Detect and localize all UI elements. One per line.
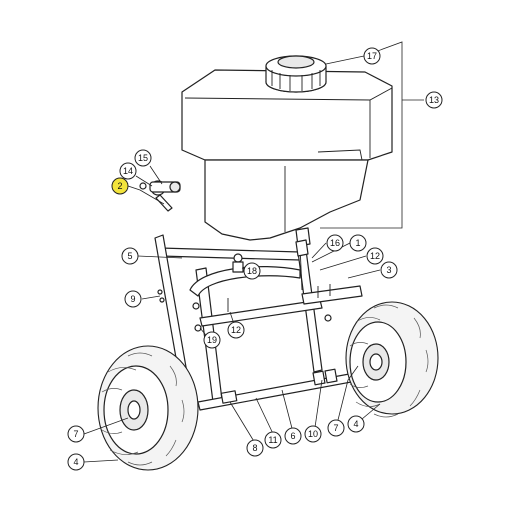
callout-16: 16 [326,234,344,252]
callout-13-label: 13 [429,95,439,105]
callout-16-label: 16 [330,238,340,248]
callout-5-label: 5 [127,251,132,261]
callouts: 17 13 15 14 2 5 16 1 12 18 3 [67,47,443,471]
callout-2-label: 2 [117,181,122,191]
callout-19: 19 [203,331,221,349]
callout-9: 9 [124,290,142,308]
callout-19-label: 19 [207,335,217,345]
callout-15-label: 15 [138,153,148,163]
callout-6-label: 6 [290,431,295,441]
callout-4-right-label: 4 [353,419,358,429]
callout-18-label: 18 [247,266,257,276]
callout-17: 17 [363,47,381,65]
callout-7-right: 7 [327,419,345,437]
tank-cap [265,55,327,93]
callout-9-label: 9 [130,294,135,304]
callout-7-right-label: 7 [333,423,338,433]
callout-2-highlighted: 2 [111,177,129,195]
callout-3: 3 [380,261,398,279]
right-wheel [345,301,439,418]
callout-1: 1 [349,234,367,252]
callout-17-label: 17 [367,51,377,61]
hopper-tank [181,69,393,247]
callout-4-right: 4 [347,415,365,433]
leader-lines [83,41,424,463]
callout-8-label: 8 [252,443,257,453]
callout-12-top: 12 [366,247,384,265]
callout-6: 6 [284,427,302,445]
callout-12-top-label: 12 [370,251,380,261]
callout-5: 5 [121,247,139,265]
left-wheel [97,345,199,471]
callout-11-label: 11 [268,435,277,445]
callout-11: 11 [264,431,282,449]
callout-18: 18 [243,262,261,280]
callout-12-mid: 12 [227,321,245,339]
callout-7-left: 7 [67,425,85,443]
callout-15: 15 [134,149,152,167]
frame [154,234,363,403]
valve-assembly [139,180,181,212]
callout-3-label: 3 [386,265,391,275]
callout-14-label: 14 [123,166,133,176]
callout-10-label: 10 [308,429,318,439]
callout-10: 10 [304,425,322,443]
axle [197,368,363,411]
callout-4-left-label: 4 [73,457,78,467]
callout-8: 8 [246,439,264,457]
callout-1-label: 1 [355,238,360,248]
callout-14: 14 [119,162,137,180]
callout-12-mid-label: 12 [231,325,241,335]
callout-13: 13 [425,91,443,109]
callout-7-left-label: 7 [73,429,78,439]
callout-4-left: 4 [67,453,85,471]
